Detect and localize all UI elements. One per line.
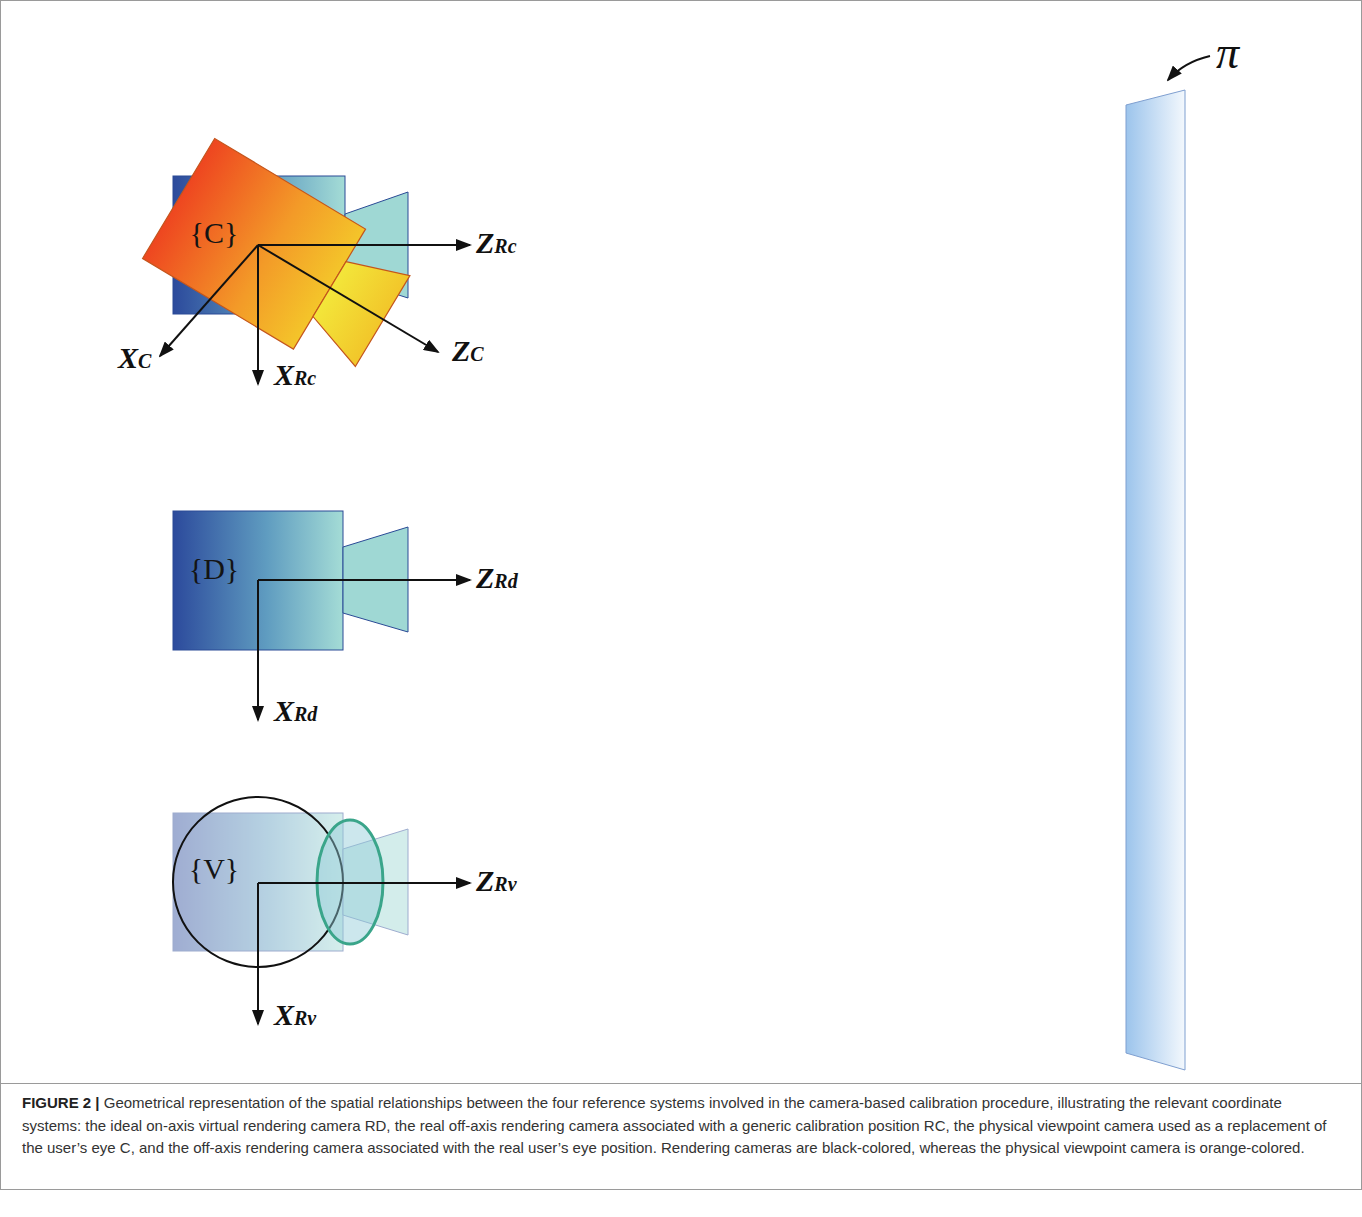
figure-caption: FIGURE 2 | Geometrical representation of…: [22, 1092, 1342, 1160]
display-plane: [1126, 90, 1185, 1070]
axis-label: ZRv: [476, 866, 517, 896]
caption-separator: [0, 1083, 1362, 1084]
axis-label: XRc: [274, 360, 316, 390]
camera-frame: {V}: [185, 850, 243, 887]
axis-label: XRd: [274, 696, 317, 726]
axis-label: XC: [118, 343, 151, 373]
axes-c: [160, 245, 470, 384]
frame-label: {D}: [189, 552, 239, 585]
axis-label: XRv: [274, 1000, 316, 1030]
axis-label: ZRc: [476, 228, 517, 258]
frame-label: {V}: [189, 852, 239, 885]
plane-pointer: [1168, 56, 1210, 80]
figure-frame: [1, 1, 1362, 1190]
axis-label: ZRd: [476, 563, 518, 593]
camera-frame: {C}: [186, 214, 243, 251]
physical-camera: [143, 138, 419, 381]
axis-label: ZC: [452, 336, 484, 366]
camera-frame: {D}: [185, 550, 243, 587]
plane-label: π: [1216, 30, 1239, 76]
frame-label: {C}: [190, 216, 239, 249]
